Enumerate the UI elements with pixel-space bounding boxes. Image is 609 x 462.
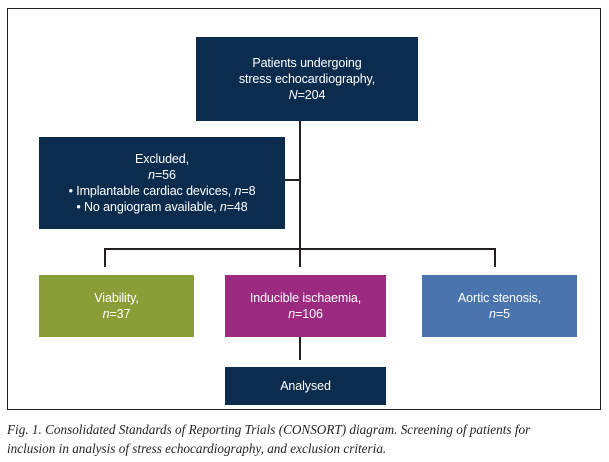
node-aortic-stenosis: Aortic stenosis, n=5 [422, 275, 577, 337]
ischaemia-count-symbol: n [288, 307, 296, 321]
ischaemia-count-value: =106 [295, 307, 323, 321]
excluded-reason-1-value: =8 [241, 184, 256, 198]
connector-to-viability [104, 248, 106, 267]
analysed-title: Analysed [280, 378, 331, 393]
excluded-count-symbol: n [148, 167, 155, 182]
viability-count-value: =37 [109, 307, 131, 321]
viability-count-symbol: n [102, 307, 110, 321]
enrolled-count-value: =204 [297, 88, 326, 103]
node-patients-enrolled: Patients undergoing stress echocardiogra… [196, 37, 418, 121]
aortic-count: n=5 [489, 306, 510, 322]
node-viability: Viability, n=37 [39, 275, 194, 337]
ischaemia-count: n=106 [288, 306, 323, 322]
excluded-title: Excluded, [135, 151, 189, 166]
excluded-reason-2-value: =48 [226, 200, 248, 215]
viability-count: n=37 [103, 306, 131, 322]
excluded-count: n=56 [148, 167, 176, 183]
excluded-reason-2: • No angiogram available, n=48 [76, 199, 247, 215]
excluded-reason-1-symbol: n [234, 184, 242, 198]
viability-title: Viability, [94, 290, 139, 305]
node-inducible-ischaemia: Inducible ischaemia, n=106 [225, 275, 386, 337]
aortic-count-value: =5 [495, 307, 510, 321]
excluded-reason-2-symbol: n [219, 200, 227, 215]
enrolled-count-symbol: N [288, 88, 298, 103]
figure-caption-line-2: inclusion in analysis of stress echocard… [7, 441, 387, 457]
excluded-reason-1-text: • Implantable cardiac devices, [68, 184, 235, 198]
enrolled-count: N=204 [289, 87, 326, 103]
figure-caption: Fig. 1. Consolidated Standards of Report… [7, 420, 601, 458]
node-excluded: Excluded, n=56 • Implantable cardiac dev… [39, 137, 285, 229]
connector-ischaemia-to-analysed [299, 329, 301, 360]
connector-to-ischaemia [299, 248, 301, 267]
connector-to-aortic [494, 248, 496, 267]
excluded-reason-2-text: • No angiogram available, [76, 200, 220, 215]
connector-to-excluded [277, 179, 301, 181]
node-analysed: Analysed [225, 367, 386, 405]
aortic-title: Aortic stenosis, [457, 290, 542, 305]
enrolled-line-2: stress echocardiography, [238, 71, 376, 86]
figure-caption-line-1: Fig. 1. Consolidated Standards of Report… [7, 422, 531, 437]
ischaemia-title: Inducible ischaemia, [249, 290, 362, 305]
excluded-count-value: =56 [154, 167, 176, 182]
excluded-reason-1: • Implantable cardiac devices, n=8 [69, 183, 256, 199]
diagram-frame: Patients undergoing stress echocardiogra… [7, 8, 601, 410]
enrolled-line-1: Patients undergoing [252, 55, 362, 70]
aortic-count-symbol: n [489, 307, 496, 321]
